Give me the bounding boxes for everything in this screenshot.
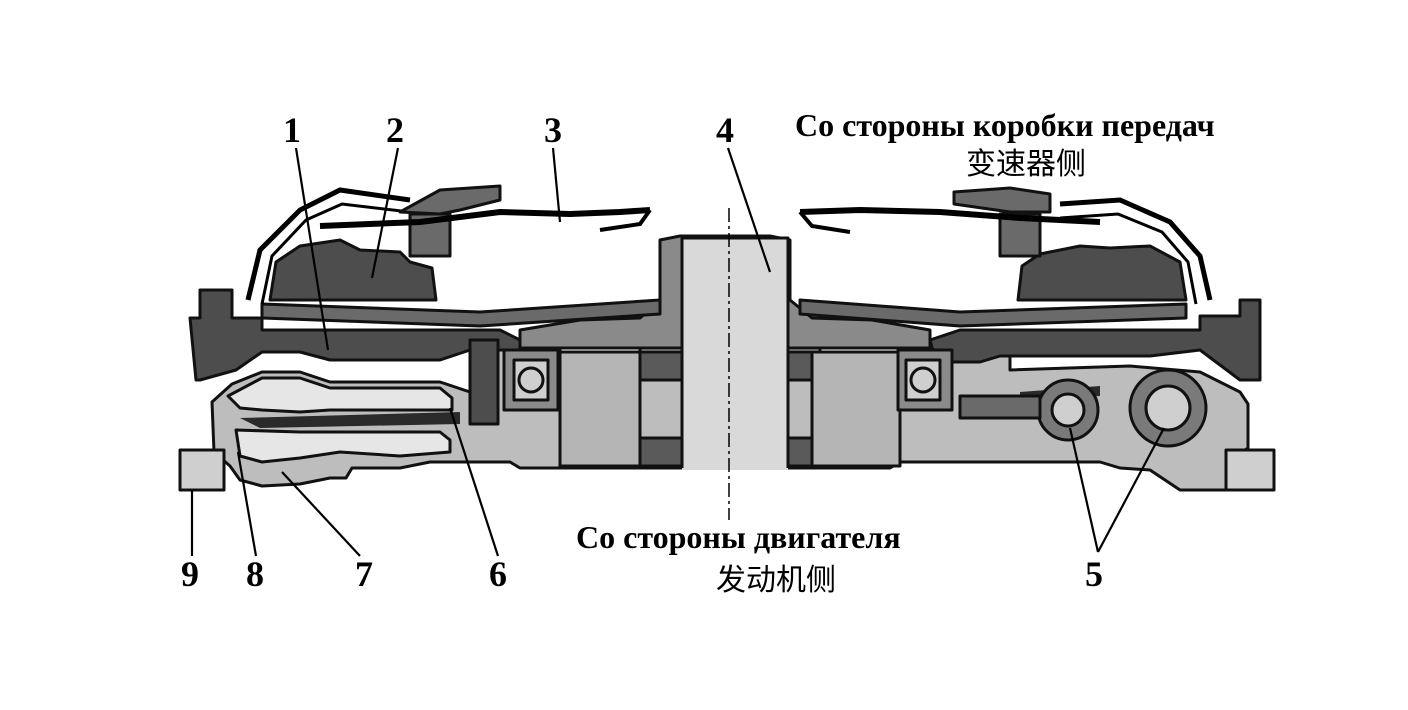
callout-9: 9 [181, 554, 199, 594]
gearbox-side-ru: Со стороны коробки передач [795, 107, 1215, 143]
diaphragm-spring [319, 206, 1101, 234]
leader-lines [190, 147, 1165, 557]
gearbox-side-zh: 变速器侧 [966, 147, 1086, 182]
callout-labels: 1 2 3 4 5 6 7 8 9 [181, 110, 1103, 594]
callout-3: 3 [544, 110, 562, 150]
callout-1: 1 [283, 110, 301, 150]
callout-6: 6 [489, 554, 507, 594]
engine-side-caption: Со стороны двигателя 发动机侧 [576, 519, 901, 598]
pressure-plate-left [188, 184, 662, 426]
callout-8: 8 [246, 554, 264, 594]
gearbox-side-caption: Со стороны коробки передач 变速器侧 [795, 107, 1215, 182]
leader-8 [236, 451, 258, 557]
leader-7 [281, 471, 361, 557]
leader-4 [726, 147, 772, 273]
callout-5: 5 [1085, 554, 1103, 594]
leader-6 [448, 407, 500, 557]
callout-2: 2 [386, 110, 404, 150]
leader-1 [294, 147, 330, 351]
engine-side-zh: 发动机侧 [716, 563, 836, 598]
leader-2 [370, 147, 400, 279]
callout-4: 4 [716, 110, 734, 150]
central-hub [518, 208, 932, 520]
leader-5b [1097, 427, 1165, 553]
leader-3 [551, 147, 562, 223]
leader-5a [1068, 427, 1100, 553]
engine-side-ru: Со стороны двигателя [576, 519, 901, 555]
callout-7: 7 [355, 554, 373, 594]
